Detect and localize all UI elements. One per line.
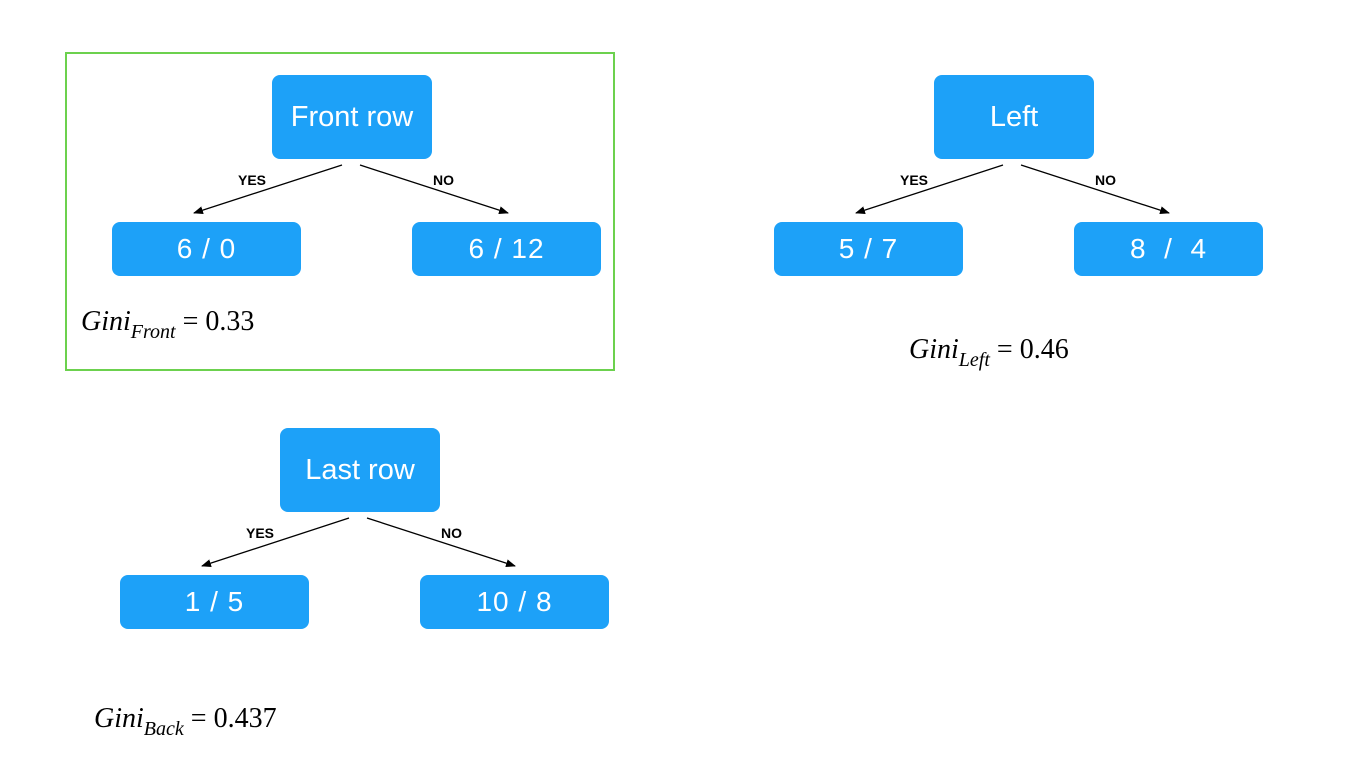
tree2-gini-equals: = <box>996 334 1013 365</box>
tree1-gini-symbol: Gini <box>81 306 131 337</box>
tree2-no-leaf-label: 8 / 4 <box>1129 233 1208 264</box>
tree2-no-edge <box>1020 164 1170 215</box>
tree1-yes-label: YES <box>238 172 267 188</box>
tree3-gini-symbol: Gini <box>94 703 144 734</box>
tree2-yes-edge <box>855 164 1004 215</box>
tree3-yes-leaf: 1 / 5 <box>120 575 309 629</box>
tree1-root-label: Front row <box>290 100 414 133</box>
tree2-yes-leaf: 5 / 7 <box>774 222 963 276</box>
tree3-gini-equals: = <box>190 703 207 734</box>
tree3-yes-leaf-label: 1 / 5 <box>184 586 245 617</box>
tree3-yes-edge <box>201 517 350 568</box>
tree1-gini-value: 0.33 <box>205 306 255 337</box>
tree1-yes-leaf: 6 / 0 <box>112 222 301 276</box>
tree1-gini-equals: = <box>182 306 199 337</box>
tree3-no-edge <box>366 517 516 568</box>
tree1-gini: GiniFront = 0.33 <box>81 306 255 342</box>
tree3-gini: GiniBack = 0.437 <box>94 703 277 739</box>
tree3-root-label: Last row <box>305 453 415 486</box>
tree1-root-node: Front row <box>272 75 432 159</box>
tree2-root-node: Left <box>934 75 1094 159</box>
tree2-no-label: NO <box>1095 172 1116 188</box>
tree1-gini-subscript: Front <box>130 321 176 343</box>
tree2-gini-value: 0.46 <box>1019 334 1069 365</box>
tree2-gini: GiniLeft = 0.46 <box>909 334 1069 370</box>
tree2-gini-symbol: Gini <box>909 334 959 365</box>
tree2-root-label: Left <box>989 100 1039 133</box>
tree3-no-label: NO <box>441 525 462 541</box>
tree3-gini-value: 0.437 <box>213 703 277 734</box>
tree2-no-leaf: 8 / 4 <box>1074 222 1263 276</box>
tree1-no-leaf: 6 / 12 <box>412 222 601 276</box>
highlight-frame <box>65 52 615 371</box>
tree3-gini-subscript: Back <box>143 718 184 740</box>
tree2-yes-label: YES <box>900 172 929 188</box>
tree1-yes-leaf-label: 6 / 0 <box>176 233 237 264</box>
tree3-no-leaf: 10 / 8 <box>420 575 609 629</box>
tree3-yes-label: YES <box>246 525 275 541</box>
tree2-yes-leaf-label: 5 / 7 <box>838 233 899 264</box>
tree3-root-node: Last row <box>280 428 440 512</box>
tree1-no-label: NO <box>433 172 454 188</box>
tree3-no-leaf-label: 10 / 8 <box>476 586 553 617</box>
tree2-gini-subscript: Left <box>958 349 990 371</box>
tree1-yes-edge <box>193 164 343 215</box>
tree1-no-leaf-label: 6 / 12 <box>468 233 545 264</box>
tree1-no-edge <box>359 164 509 215</box>
